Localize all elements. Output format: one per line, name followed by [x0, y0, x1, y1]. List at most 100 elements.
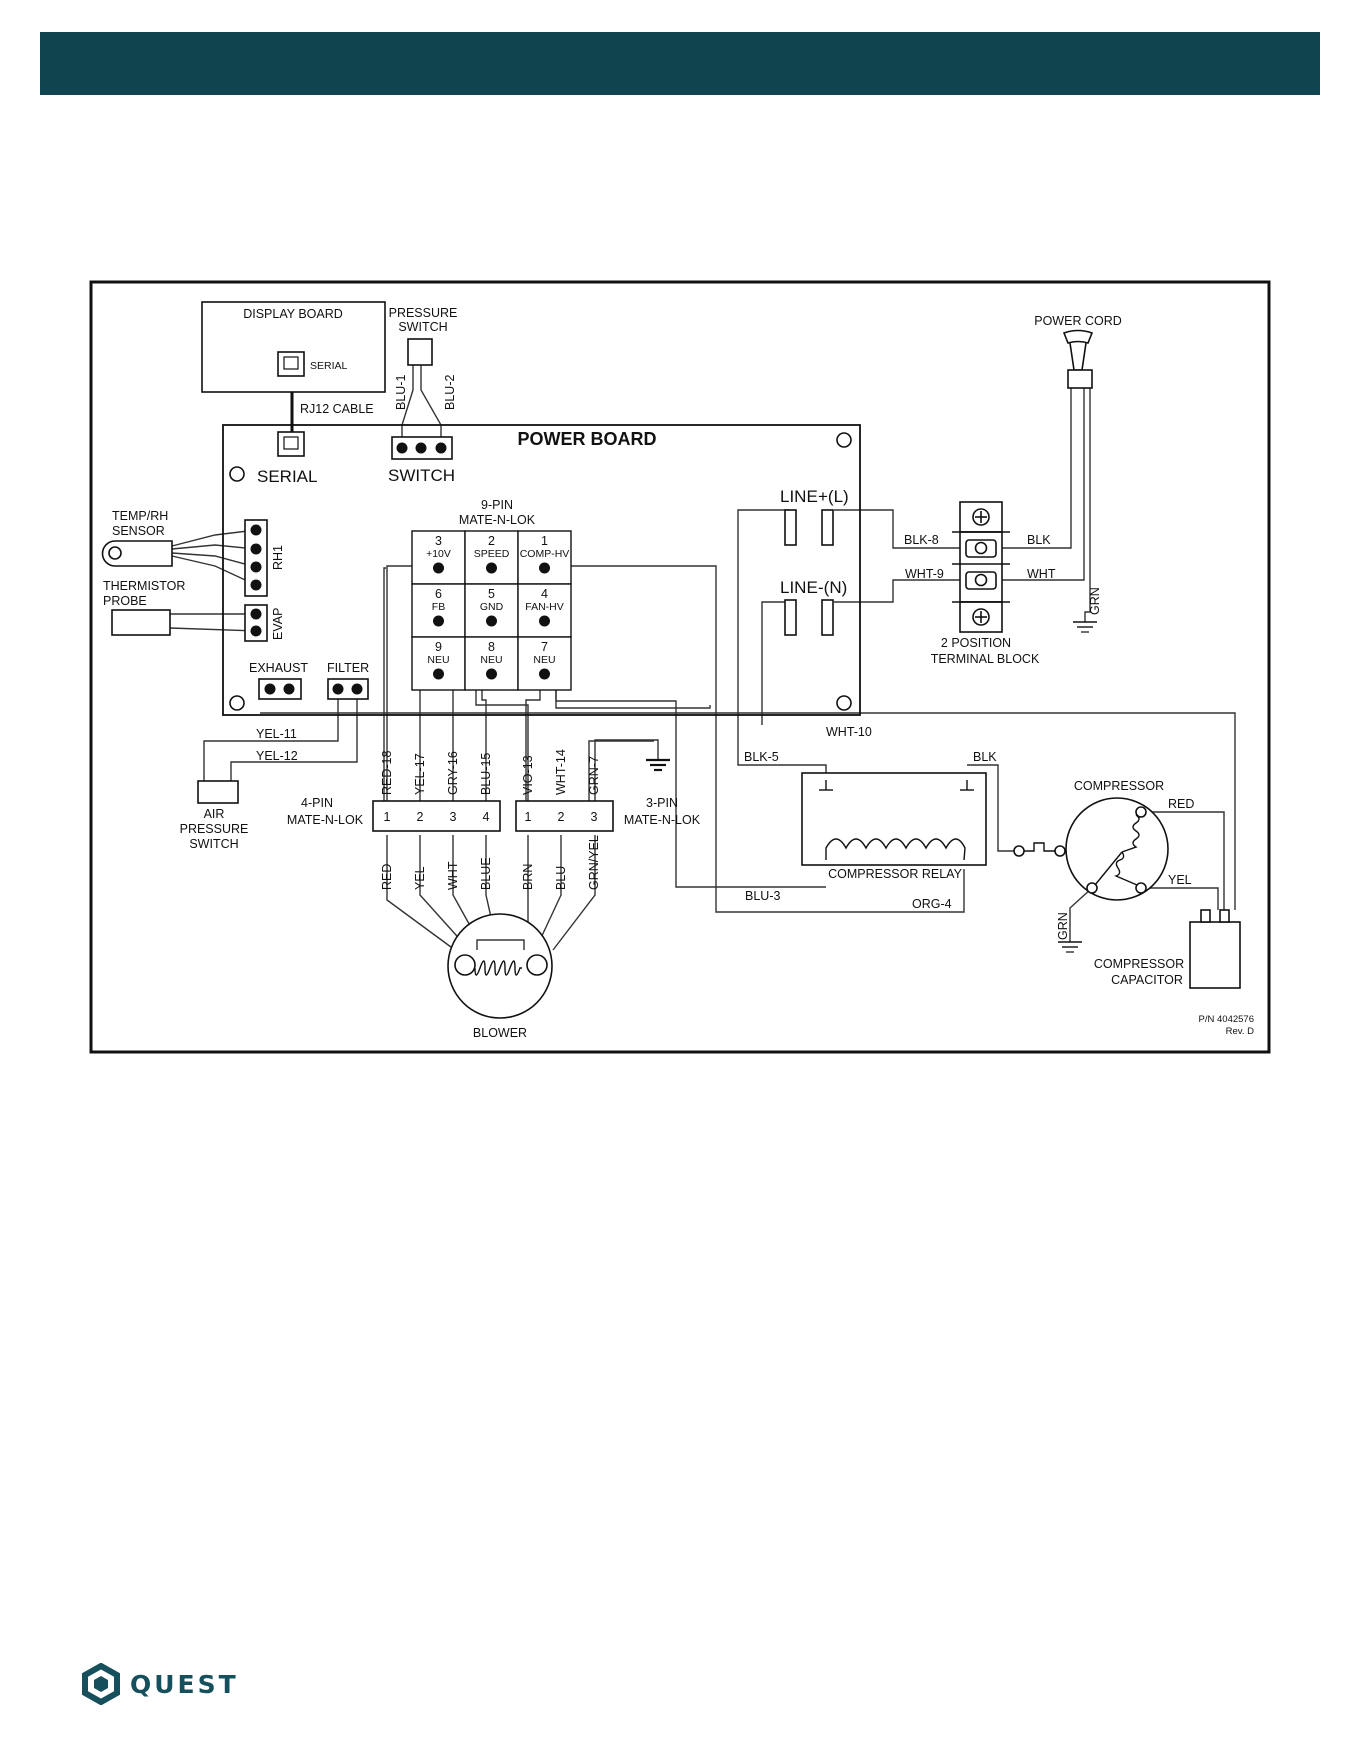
wire-labels: YEL-11 YEL-12 WHT-10 BLK-5 BLK BLU-3 ORG…	[256, 533, 1194, 940]
pressure-switch-top: PRESSURE SWITCH BLU-1 BLU-2	[389, 306, 458, 410]
power-board: POWER BOARD SERIAL SWITCH RH1 EVAP EXHAU…	[222, 424, 861, 716]
compressor-label: COMPRESSOR	[1074, 779, 1164, 793]
nine-pin-signal: GND	[480, 601, 504, 613]
overload-icon	[1013, 842, 1066, 857]
nine-pin-contact	[433, 615, 444, 627]
wire-wht-9: WHT-9	[905, 567, 944, 581]
cord-ground-icon	[1073, 621, 1097, 633]
line-l-text: LINE	[780, 487, 818, 506]
hexagon-logo-icon	[82, 1663, 120, 1705]
connector-wire-in: GRN-7	[587, 756, 601, 795]
power-cord: POWER CORD	[1034, 314, 1122, 389]
wire-wht-10: WHT-10	[826, 725, 872, 739]
terminal-block-line2: TERMINAL BLOCK	[931, 652, 1040, 666]
wire-yel-11: YEL-11	[256, 727, 297, 741]
revision: Rev. D	[1226, 1026, 1254, 1037]
four-pin-connector: 4-PIN MATE-N-LOK 1RED-18RED2YEL-17YEL3GR…	[287, 750, 501, 890]
connector-wire-out: BLU	[554, 866, 568, 890]
wire-org-4: ORG-4	[912, 897, 952, 911]
nine-pin-signal: +10V	[426, 548, 451, 560]
connector-pin-number: 1	[525, 810, 532, 824]
temp-rh-sensor: TEMP/RH SENSOR	[101, 509, 173, 567]
nine-pin-number: 9	[435, 640, 442, 654]
nine-pin-cell	[464, 583, 519, 638]
nine-pin-connector: 3+10V2SPEED1COMP-HV6FB5GND4FAN-HV9NEU8NE…	[411, 530, 572, 691]
wire-yel-12: YEL-12	[256, 749, 298, 763]
nine-pin-number: 6	[435, 587, 442, 601]
connector-wire-out: BRN	[521, 864, 535, 890]
switch-header-label: SWITCH	[388, 466, 455, 485]
temp-sensor-line2: SENSOR	[112, 524, 165, 538]
capacitor-line2: CAPACITOR	[1111, 973, 1183, 987]
nine-pin-signal: SPEED	[474, 548, 510, 560]
compressor-relay-label: COMPRESSOR RELAY	[828, 867, 962, 881]
nine-pin-signal: NEU	[427, 654, 449, 666]
compressor: COMPRESSOR	[1065, 779, 1169, 901]
connector-pin-number: 4	[483, 810, 490, 824]
nine-pin-cell	[411, 530, 466, 585]
pressure-switch-line2: SWITCH	[398, 320, 447, 334]
wire-cord-grn: GRN	[1088, 587, 1102, 615]
nine-pin-cell	[464, 636, 519, 691]
nine-pin-number: 8	[488, 640, 495, 654]
connector-wire-in: WHT-14	[554, 749, 568, 795]
nine-pin-number: 2	[488, 534, 495, 548]
wire-comp-yel: YEL	[1168, 873, 1192, 887]
thermistor-probe: THERMISTOR PROBE	[103, 579, 185, 636]
nine-pin-contact	[433, 668, 444, 680]
ground-icon	[646, 758, 670, 772]
connector-pin-number: 2	[558, 810, 565, 824]
connector-pin-number: 3	[450, 810, 457, 824]
wire-cord-wht: WHT	[1027, 567, 1056, 581]
wire-blk: BLK	[973, 750, 997, 764]
display-serial-label: SERIAL	[310, 360, 348, 372]
line-n-sign: -(N)	[818, 578, 847, 597]
serial-jack-label: SERIAL	[257, 467, 317, 486]
wire-cord-blk: BLK	[1027, 533, 1051, 547]
nine-pin-cell	[517, 636, 572, 691]
connector-wire-in: RED-18	[380, 750, 394, 795]
compressor-relay: COMPRESSOR RELAY	[801, 772, 987, 881]
three-pin-line1: 3-PIN	[646, 796, 678, 810]
wire-blu-2: BLU-2	[443, 375, 457, 410]
nine-pin-contact	[486, 562, 497, 574]
wire-comp-red: RED	[1168, 797, 1194, 811]
thermistor-line2: PROBE	[103, 594, 147, 608]
nine-pin-cell	[517, 583, 572, 638]
part-number: P/N 4042576	[1199, 1014, 1254, 1025]
rh1-label: RH1	[271, 545, 285, 570]
connector-wire-in: VIO-13	[521, 755, 535, 795]
nine-pin-signal: FAN-HV	[525, 601, 564, 613]
four-pin-line2: MATE-N-LOK	[287, 813, 364, 827]
nine-pin-contact	[539, 562, 550, 574]
connector-pin-number: 2	[417, 810, 424, 824]
nine-pin-signal: FB	[432, 601, 445, 613]
connector-wire-out: GRN/YEL	[587, 835, 601, 890]
nine-pin-line2: MATE-N-LOK	[459, 513, 536, 527]
thermistor-line1: THERMISTOR	[103, 579, 185, 593]
connector-wire-in: YEL-17	[413, 753, 427, 795]
capacitor-line1: COMPRESSOR	[1094, 957, 1184, 971]
nine-pin-contact	[486, 668, 497, 680]
temp-sensor-line1: TEMP/RH	[112, 509, 168, 523]
connector-wire-out: WHT	[446, 861, 460, 890]
pressure-switch-line1: PRESSURE	[389, 306, 458, 320]
exhaust-label: EXHAUST	[249, 661, 308, 675]
nine-pin-signal: NEU	[480, 654, 502, 666]
rj12-cable-label: RJ12 CABLE	[300, 402, 374, 416]
terminal-block: 2 POSITION TERMINAL BLOCK	[931, 501, 1040, 666]
wire-comp-grn: GRN	[1056, 912, 1070, 940]
terminal-block-line1: 2 POSITION	[941, 636, 1011, 650]
evap-label: EVAP	[271, 608, 285, 640]
compressor-capacitor: COMPRESSOR CAPACITOR	[1094, 909, 1241, 989]
quest-logo: QUEST	[80, 1662, 239, 1706]
connector-wire-out: BLUE	[479, 857, 493, 890]
connector-wire-in: BLU-15	[479, 753, 493, 795]
nine-pin-number: 7	[541, 640, 548, 654]
air-switch-line2: PRESSURE	[180, 822, 249, 836]
nine-pin-number: 1	[541, 534, 548, 548]
header-bar	[40, 32, 1320, 95]
blower-motor: BLOWER	[447, 913, 553, 1040]
nine-pin-number: 5	[488, 587, 495, 601]
